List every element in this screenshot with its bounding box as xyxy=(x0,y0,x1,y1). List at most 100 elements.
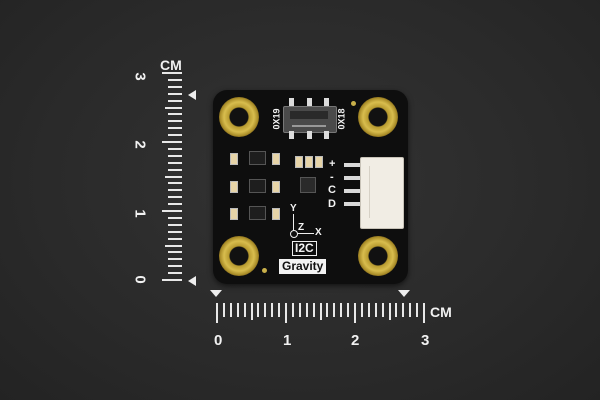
ruler-tick xyxy=(291,303,294,317)
smd-component xyxy=(315,156,323,168)
axis-x-label: X xyxy=(315,227,322,238)
ruler-tick xyxy=(168,258,182,261)
ruler-tick xyxy=(423,303,425,323)
pin-label-sda: D xyxy=(328,198,336,210)
axis-y-line xyxy=(293,214,294,231)
transistor xyxy=(249,179,266,193)
axis-x-line xyxy=(297,233,314,234)
connector-pin xyxy=(344,176,366,180)
ruler-tick xyxy=(168,223,182,226)
h-label-3: 3 xyxy=(421,332,430,349)
ruler-tick xyxy=(271,303,274,317)
axis-z-mark xyxy=(290,230,298,238)
ruler-tick xyxy=(168,113,182,116)
ruler-tick xyxy=(354,303,356,323)
smd-component xyxy=(305,156,313,168)
ruler-tick xyxy=(168,237,182,240)
ruler-tick xyxy=(168,196,182,199)
mounting-hole xyxy=(358,97,398,137)
axis-y-label: Y xyxy=(290,203,297,214)
pin-label-scl: C xyxy=(328,184,336,196)
marker-triangle xyxy=(210,290,222,297)
marker-triangle xyxy=(188,276,196,286)
smd-component xyxy=(272,153,280,165)
ruler-tick xyxy=(416,303,419,317)
h-label-1: 1 xyxy=(283,332,292,349)
marker-triangle xyxy=(188,90,196,100)
pin-label-vcc: + xyxy=(329,158,336,170)
ruler-tick xyxy=(367,303,370,317)
ruler-tick xyxy=(168,85,182,88)
smd-component xyxy=(230,153,238,165)
smd-component xyxy=(230,208,238,220)
ruler-tick xyxy=(162,210,182,212)
ruler-tick xyxy=(264,303,267,317)
vertical-ruler-unit: CM xyxy=(160,57,182,73)
address-switch[interactable] xyxy=(283,106,337,133)
transistor xyxy=(249,206,266,220)
fiducial xyxy=(351,101,356,106)
ruler-tick xyxy=(388,303,391,320)
v-label-0: 0 xyxy=(131,275,149,284)
ruler-tick xyxy=(298,303,301,317)
smd-component xyxy=(272,208,280,220)
ruler-tick xyxy=(162,141,182,143)
connector-pin xyxy=(344,163,366,167)
connector-pin xyxy=(344,189,366,193)
ruler-tick xyxy=(168,99,182,102)
marker-triangle xyxy=(398,290,410,297)
ruler-tick xyxy=(243,303,246,317)
v-label-3: 3 xyxy=(131,72,149,81)
gravity-label: Gravity xyxy=(279,259,327,274)
horizontal-ruler-unit: CM xyxy=(430,304,452,320)
ruler-tick xyxy=(168,168,182,171)
ruler-tick xyxy=(168,230,182,233)
ruler-tick xyxy=(168,120,182,123)
ruler-tick xyxy=(402,303,405,317)
ruler-tick xyxy=(374,303,377,317)
h-label-0: 0 xyxy=(214,332,223,349)
ruler-tick xyxy=(168,92,182,95)
switch-label-right: 0X18 xyxy=(336,108,347,130)
ruler-tick xyxy=(319,303,322,320)
ruler-tick xyxy=(326,303,329,317)
pin-label-gnd: - xyxy=(330,171,334,183)
ruler-tick xyxy=(168,216,182,219)
ruler-tick xyxy=(162,72,182,74)
ruler-tick xyxy=(165,106,182,109)
ruler-tick xyxy=(168,182,182,185)
ruler-tick xyxy=(168,161,182,164)
smd-component xyxy=(272,181,280,193)
mounting-hole xyxy=(219,97,259,137)
ruler-tick xyxy=(168,251,182,254)
switch-pin xyxy=(289,98,294,106)
switch-label-left: 0X19 xyxy=(271,108,282,130)
ruler-tick xyxy=(236,303,239,317)
h-label-2: 2 xyxy=(351,332,360,349)
ruler-tick xyxy=(168,189,182,192)
switch-pin xyxy=(324,131,329,139)
ruler-tick xyxy=(216,303,218,323)
ruler-tick xyxy=(168,203,182,206)
switch-pin xyxy=(307,98,312,106)
v-label-1: 1 xyxy=(131,209,149,218)
ruler-tick xyxy=(347,303,350,317)
ruler-tick xyxy=(305,303,308,317)
ruler-tick xyxy=(168,147,182,150)
ruler-tick xyxy=(250,303,253,320)
switch-pin xyxy=(307,131,312,139)
ruler-tick xyxy=(165,244,182,247)
ruler-tick xyxy=(333,303,336,317)
ruler-tick xyxy=(165,175,182,178)
transistor xyxy=(249,151,266,165)
i2c-label: I2C xyxy=(292,241,317,256)
ruler-tick xyxy=(409,303,412,317)
ruler-tick xyxy=(168,154,182,157)
gravity-connector[interactable] xyxy=(360,157,404,229)
mounting-hole xyxy=(219,236,259,276)
ruler-tick xyxy=(229,303,232,317)
ruler-tick xyxy=(278,303,281,317)
ruler-tick xyxy=(312,303,315,317)
ruler-tick xyxy=(340,303,343,317)
sensor-ic xyxy=(300,177,316,193)
